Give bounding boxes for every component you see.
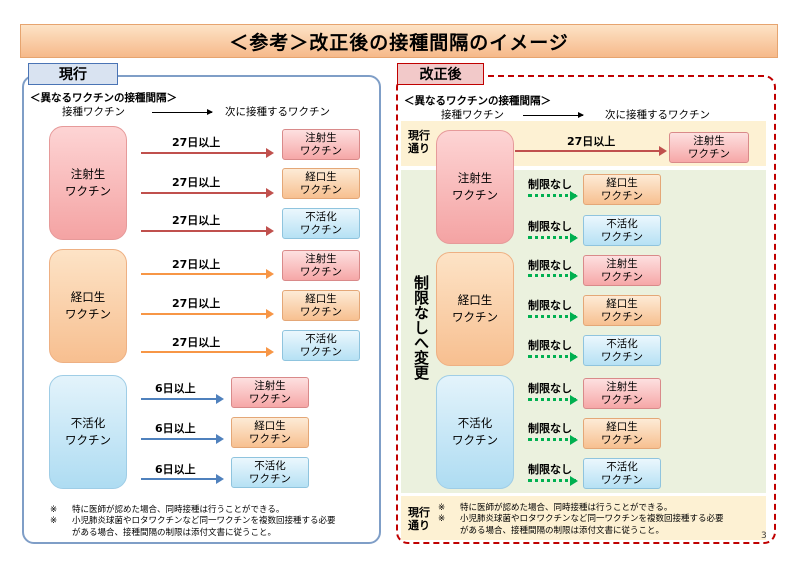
note-line: ※小児肺炎球菌やロタワクチンなど同一ワクチンを複数回接種する必要 — [438, 514, 724, 525]
dest-inactivated: 不活化 ワクチン — [583, 335, 661, 366]
note-line: ※特に医師が認めた場合、同時接種は行うことができる。 — [438, 503, 673, 513]
current-tag: 現行 — [28, 63, 118, 85]
interval-arrow — [515, 146, 667, 156]
interval-arrow — [528, 311, 578, 322]
notes-unchanged-label: 現行 通り — [408, 506, 430, 533]
current-source-live-injection: 注射生 ワクチン — [49, 126, 127, 240]
interval-label: 27日以上 — [567, 135, 616, 148]
interval-arrow — [141, 474, 224, 484]
revised-header-from: 接種ワクチン — [441, 109, 504, 121]
dest-inactivated: 不活化 ワクチン — [282, 208, 360, 239]
note-line: がある場合、接種間隔の制限は添付文書に従うこと。 — [72, 527, 277, 538]
no-limit-label: 制限なしへ変更 — [412, 275, 430, 380]
interval-label: 27日以上 — [172, 258, 221, 271]
interval-label: 制限なし — [528, 220, 572, 233]
note-line: がある場合、接種間隔の制限は添付文書に従うこと。 — [460, 525, 665, 536]
revised-source-live-oral: 経口生 ワクチン — [436, 252, 514, 366]
dest-live-oral: 経口生 ワクチン — [282, 290, 360, 321]
interval-arrow — [141, 269, 274, 279]
page-title: ＜参考＞改正後の接種間隔のイメージ — [20, 24, 778, 58]
interval-label: 27日以上 — [172, 297, 221, 310]
revised-panel — [396, 75, 776, 544]
interval-arrow — [528, 351, 578, 362]
interval-label: 制限なし — [528, 339, 572, 352]
interval-label: 27日以上 — [172, 136, 221, 149]
dest-live-injection: 注射生 ワクチン — [282, 250, 360, 281]
interval-arrow — [141, 188, 274, 198]
dest-live-injection: 注射生 ワクチン — [669, 132, 749, 163]
interval-label: 6日以上 — [155, 422, 196, 435]
current-header-from: 接種ワクチン — [62, 106, 125, 118]
current-source-live-oral: 経口生 ワクチン — [49, 249, 127, 363]
interval-arrow — [141, 434, 224, 444]
dest-inactivated: 不活化 ワクチン — [231, 457, 309, 488]
interval-label: 6日以上 — [155, 382, 196, 395]
interval-arrow — [528, 434, 578, 445]
current-header-arrow — [152, 109, 213, 115]
dest-live-oral: 経口生 ワクチン — [583, 418, 661, 449]
interval-label: 27日以上 — [172, 336, 221, 349]
current-section-title: ＜異なるワクチンの接種間隔＞ — [30, 92, 177, 104]
interval-arrow — [528, 475, 578, 486]
current-notes: ※特に医師が認めた場合、同時接種は行うことができる。 ※小児肺炎球菌やロタワクチ… — [50, 505, 336, 539]
page-number: 3 — [761, 531, 767, 541]
revised-tag: 改正後 — [397, 63, 484, 85]
dest-live-injection: 注射生 ワクチン — [231, 377, 309, 408]
interval-arrow — [528, 232, 578, 243]
interval-label: 制限なし — [528, 259, 572, 272]
dest-live-oral: 経口生 ワクチン — [583, 295, 661, 326]
interval-label: 制限なし — [528, 178, 572, 191]
dest-inactivated: 不活化 ワクチン — [282, 330, 360, 361]
current-header-to: 次に接種するワクチン — [225, 106, 330, 118]
interval-label: 制限なし — [528, 382, 572, 395]
interval-label: 制限なし — [528, 299, 572, 312]
dest-live-injection: 注射生 ワクチン — [583, 255, 661, 286]
interval-label: 6日以上 — [155, 463, 196, 476]
revised-header-arrow — [523, 112, 584, 118]
dest-live-injection: 注射生 ワクチン — [583, 378, 661, 409]
interval-label: 27日以上 — [172, 176, 221, 189]
note-line: ※小児肺炎球菌やロタワクチンなど同一ワクチンを複数回接種する必要 — [50, 516, 336, 527]
interval-arrow — [141, 394, 224, 404]
interval-arrow — [528, 270, 578, 281]
revised-notes: ※特に医師が認めた場合、同時接種は行うことができる。 ※小児肺炎球菌やロタワクチ… — [438, 503, 724, 537]
note-line: ※特に医師が認めた場合、同時接種は行うことができる。 — [50, 505, 285, 515]
interval-label: 制限なし — [528, 422, 572, 435]
dest-live-oral: 経口生 ワクチン — [231, 417, 309, 448]
dest-inactivated: 不活化 ワクチン — [583, 458, 661, 489]
dest-inactivated: 不活化 ワクチン — [583, 215, 661, 246]
notes-band — [401, 496, 766, 540]
current-source-inactivated: 不活化 ワクチン — [49, 375, 127, 489]
revised-section-title: ＜異なるワクチンの接種間隔＞ — [404, 95, 551, 107]
interval-arrow — [141, 148, 274, 158]
interval-arrow — [528, 394, 578, 405]
revised-source-inactivated: 不活化 ワクチン — [436, 375, 514, 489]
interval-label: 制限なし — [528, 463, 572, 476]
interval-label: 27日以上 — [172, 214, 221, 227]
dest-live-oral: 経口生 ワクチン — [282, 168, 360, 199]
revised-source-live-injection: 注射生 ワクチン — [436, 130, 514, 244]
dest-live-oral: 経口生 ワクチン — [583, 174, 661, 205]
unchanged-label: 現行 通り — [408, 129, 430, 156]
interval-arrow — [141, 226, 274, 236]
revised-header-to: 次に接種するワクチン — [605, 109, 710, 121]
current-panel — [22, 75, 381, 544]
interval-arrow — [528, 190, 578, 201]
dest-live-injection: 注射生 ワクチン — [282, 129, 360, 160]
interval-arrow — [141, 347, 274, 357]
interval-arrow — [141, 309, 274, 319]
